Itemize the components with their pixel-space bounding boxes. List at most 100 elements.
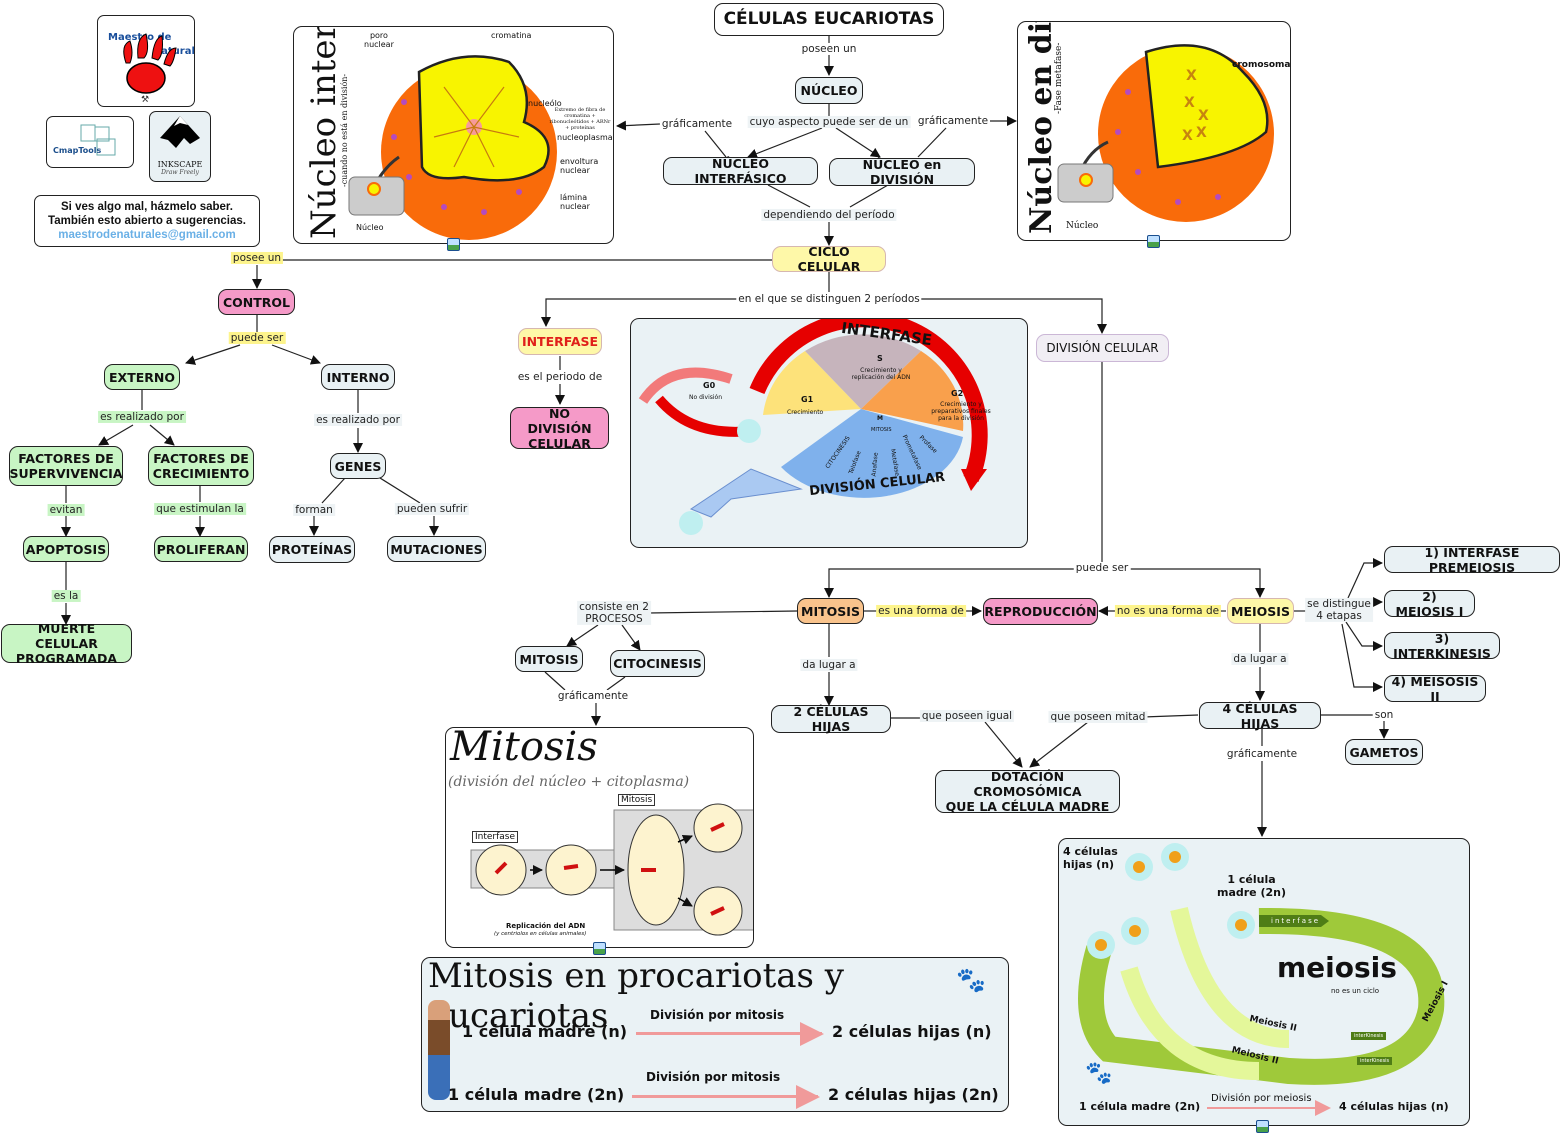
image-mitosis[interactable]: Mitosis (división del núcleo + citoplasm… <box>445 727 754 948</box>
paw-icon: Maestro de naturales ⚒ <box>108 32 208 105</box>
link-es-una-forma: es una forma de <box>876 604 966 618</box>
svg-text:X: X <box>1198 108 1209 124</box>
link-graficamente-meiosis: gráficamente <box>1224 747 1300 761</box>
node-mitosis[interactable]: MITOSIS <box>797 598 864 624</box>
cycle-g1-desc: Crecimiento <box>787 409 824 416</box>
mitosis-illustration <box>470 803 753 936</box>
row1-right: 2 células hijas (n) <box>832 1022 992 1041</box>
node-etapa-3[interactable]: 3) INTERKINESIS <box>1384 631 1500 661</box>
node-proliferan[interactable]: PROLIFERAN <box>154 536 248 562</box>
meiosis-bottom-left: 1 célula madre (2n) <box>1079 1100 1201 1113</box>
node-interno[interactable]: INTERNO <box>321 364 395 390</box>
row2-right: 2 células hijas (2n) <box>828 1085 999 1104</box>
maestro-logo[interactable]: Maestro de naturales ⚒ <box>97 15 208 107</box>
link-graficamente-left: gráficamente <box>659 117 735 131</box>
image-link-icon[interactable] <box>1147 235 1160 248</box>
node-reproduccion[interactable]: REPRODUCCIÓN <box>983 598 1098 625</box>
node-mutaciones[interactable]: MUTACIONES <box>387 536 486 562</box>
inkscape-icon <box>160 116 200 148</box>
image-nucleo-interfasico[interactable]: Núcleo interfásico -cuando no está en di… <box>293 26 614 244</box>
meiosis-interfase: interfase <box>1271 917 1321 925</box>
node-muerte-celular[interactable]: MUERTE CELULAR PROGRAMADA <box>1 621 132 666</box>
node-cuatro-hijas[interactable]: 4 CÉLULAS HIJAS <box>1199 701 1321 731</box>
svg-text:X: X <box>1186 68 1197 84</box>
image-link-icon[interactable] <box>593 942 606 955</box>
node-control[interactable]: CONTROL <box>218 289 295 315</box>
node-no-division[interactable]: NO DIVISIÓN CELULAR <box>510 406 609 451</box>
row1-left: 1 célula madre (n) <box>462 1022 628 1041</box>
link-forman: forman <box>293 503 335 517</box>
row1-arrowhead <box>800 1022 824 1046</box>
row2-arrow <box>632 1095 818 1098</box>
nucleus-illustration <box>348 55 557 240</box>
cmaptools-logo[interactable]: CmapTools <box>46 116 134 168</box>
replicacion-label: Replicación del ADN <box>506 922 586 930</box>
node-factores-supervivencia[interactable]: FACTORES DE SUPERVIVENCIA <box>9 446 123 486</box>
node-meiosis[interactable]: MEIOSIS <box>1227 598 1294 624</box>
link-puede-ser-div: puede ser <box>1073 561 1131 575</box>
feedback-line-1: Si ves algo mal, házmelo saber. <box>61 201 233 213</box>
feedback-line-2: También esto abierto a sugerencias. <box>48 215 246 227</box>
link-no-es-una-forma: no es una forma de <box>1114 604 1222 618</box>
node-factores-crecimiento[interactable]: FACTORES DE CRECIMIENTO <box>148 446 254 486</box>
node-gametos[interactable]: GAMETOS <box>1345 739 1423 765</box>
image-link-icon[interactable] <box>447 238 460 251</box>
node-mitosis-sub[interactable]: MITOSIS <box>515 646 583 672</box>
link-evitan: evitan <box>47 503 85 517</box>
image-mitosis-procariotas[interactable]: Mitosis en procariotas y eucariotas 🐾 1 … <box>421 957 1009 1112</box>
node-apoptosis[interactable]: APOPTOSIS <box>23 536 109 562</box>
svg-text:X: X <box>1184 95 1195 111</box>
svg-text:⚒: ⚒ <box>141 95 149 105</box>
svg-text:Maestro de: Maestro de <box>108 32 172 43</box>
link-posee-un: posee un <box>230 251 284 265</box>
meiosis-bottom-arrow-label: División por meiosis <box>1211 1093 1312 1104</box>
svg-text:X: X <box>1196 125 1207 141</box>
mitosis-panel-subtitle: (división del núcleo + citoplasma) <box>448 774 690 790</box>
node-interfase[interactable]: INTERFASE <box>518 328 602 355</box>
node-division-celular[interactable]: DIVISIÓN CELULAR <box>1036 334 1169 362</box>
node-nucleo-division[interactable]: NÚCLEO en DIVISIÓN <box>829 157 975 187</box>
link-es-realizado-int: es realizado por <box>314 413 402 427</box>
link-que-estimulan: que estimulan la <box>154 502 246 516</box>
interkinesis-tag: interKinesis <box>1357 1057 1393 1065</box>
inkscape-label: INKSCAPE <box>157 160 203 169</box>
node-citocinesis[interactable]: CITOCINESIS <box>610 650 705 677</box>
cycle-s-desc: Crecimiento y replicación del ADN <box>851 367 911 381</box>
geologist-icon <box>428 1000 450 1100</box>
node-proteinas[interactable]: PROTEÍNAS <box>269 536 355 563</box>
node-nucleo[interactable]: NÚCLEO <box>795 77 863 104</box>
cell-cycle-diagram <box>638 319 988 535</box>
meiosis-hijas-label: 4 células hijas (n) <box>1063 845 1118 871</box>
cmaptools-icon <box>80 124 116 156</box>
node-ciclo-celular[interactable]: CICLO CELULAR <box>772 244 886 274</box>
replicacion-note: (y centriolos en células animales) <box>494 931 587 937</box>
meiosis-title: meiosis <box>1277 951 1397 984</box>
inkscape-logo[interactable]: INKSCAPE Draw Freely <box>149 111 211 182</box>
node-etapa-2[interactable]: 2) MEIOSIS I <box>1384 589 1475 619</box>
link-graficamente-mitosis: gráficamente <box>555 689 631 703</box>
cycle-m: M <box>877 415 883 422</box>
meiosis-diagram <box>1078 843 1445 1085</box>
division-caption: Núcleo <box>1066 221 1099 231</box>
node-externo[interactable]: EXTERNO <box>104 364 180 390</box>
node-dotacion[interactable]: DOTACIÓN CROMOSÓMICA QUE LA CÉLULA MADRE <box>935 769 1120 814</box>
image-link-icon[interactable] <box>1256 1120 1269 1133</box>
node-etapa-4[interactable]: 4) MEISOSIS II <box>1384 674 1486 704</box>
email-link[interactable]: maestrodenaturales@gmail.com <box>58 229 236 241</box>
interfasico-caption: Núcleo <box>356 223 384 232</box>
node-dos-hijas[interactable]: 2 CÉLULAS HIJAS <box>771 704 891 734</box>
title-node[interactable]: CÉLULAS EUCARIOTAS <box>714 3 944 36</box>
image-ciclo-celular[interactable]: INTERFASE S Crecimiento y replicación de… <box>630 318 1028 548</box>
node-nucleo-interfasico[interactable]: NÚCLEO INTERFÁSICO <box>663 156 818 186</box>
image-meiosis[interactable]: 4 células hijas (n) 1 célula madre (2n) … <box>1058 838 1470 1126</box>
paw-icon: 🐾 <box>1085 1061 1113 1086</box>
node-etapa-1[interactable]: 1) INTERFASE PREMEIOSIS <box>1384 545 1560 575</box>
node-genes[interactable]: GENES <box>330 453 386 479</box>
meiosis-bottom-arrowhead <box>1315 1100 1331 1116</box>
link-poseen-un: poseen un <box>799 42 859 56</box>
link-pueden-sufrir: pueden sufrir <box>394 502 470 516</box>
svg-text:naturales: naturales <box>154 46 194 57</box>
